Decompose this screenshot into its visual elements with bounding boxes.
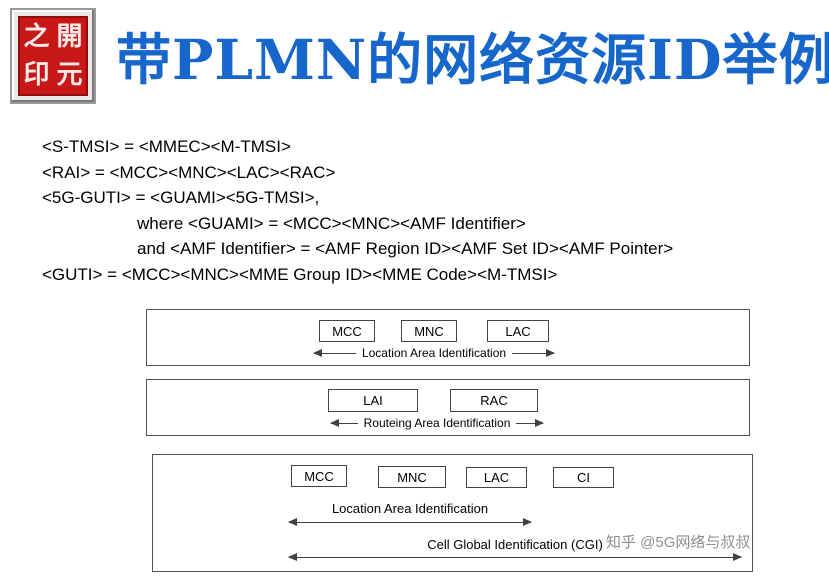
arrow-label: Location Area Identification [361,346,507,360]
page-title: 带PLMN的网络资源ID举例 [116,27,829,92]
field-box-mnc: MNC [401,320,457,342]
arrow-label-lai: Location Area Identification [331,501,489,516]
arrow-right-segment [516,418,544,427]
diagram-cgi: MCC MNC LAC CI Location Area Identificat… [152,454,753,572]
formula-block: <S-TMSI> = <MMEC><M-TMSI> <RAI> = <MCC><… [42,134,673,287]
span-arrow-cgi [288,553,742,561]
seal-stamp: 之 開 印 元 [18,16,88,96]
field-box-lac: LAC [466,467,527,488]
diagram-rai: LAI RAC Routeing Area Identification [146,379,750,436]
span-arrow-lai [288,518,532,526]
span-arrow-lai: Location Area Identification [313,346,555,360]
span-arrow-rai: Routeing Area Identification [330,416,544,430]
arrow-label: Routeing Area Identification [363,416,511,430]
field-box-rac: RAC [450,389,538,412]
field-box-lac: LAC [487,320,549,342]
field-box-mcc: MCC [291,465,347,487]
seal-logo: 之 開 印 元 [10,8,96,104]
formula-s-tmsi: <S-TMSI> = <MMEC><M-TMSI> [42,137,291,156]
seal-char: 元 [56,60,83,90]
seal-char: 印 [23,60,50,90]
seal-char: 之 [23,22,50,52]
formula-amf-identifier: and <AMF Identifier> = <AMF Region ID><A… [137,239,674,258]
field-box-lai: LAI [328,389,418,412]
formula-rai: <RAI> = <MCC><MNC><LAC><RAC> [42,162,336,182]
formula-guti: <GUTI> = <MCC><MNC><MME Group ID><MME Co… [42,264,558,284]
formula-5g-guti: <5G-GUTI> = <GUAMI><5G-TMSI>, [42,188,320,207]
field-box-mcc: MCC [319,320,375,342]
formula-guami: where <GUAMI> = <MCC><MNC><AMF Identifie… [137,213,526,233]
field-box-ci: CI [553,467,614,488]
arrow-left-segment [313,348,356,357]
zhihu-watermark: 知乎 @5G网络与叔叔 [606,534,751,551]
field-box-mnc: MNC [378,466,446,488]
diagram-lai: MCC MNC LAC Location Area Identification [146,309,750,366]
seal-char: 開 [56,22,83,52]
arrow-right-segment [512,348,555,357]
arrow-left-segment [330,418,358,427]
arrow-label-cgi: Cell Global Identification (CGI) [427,537,603,552]
